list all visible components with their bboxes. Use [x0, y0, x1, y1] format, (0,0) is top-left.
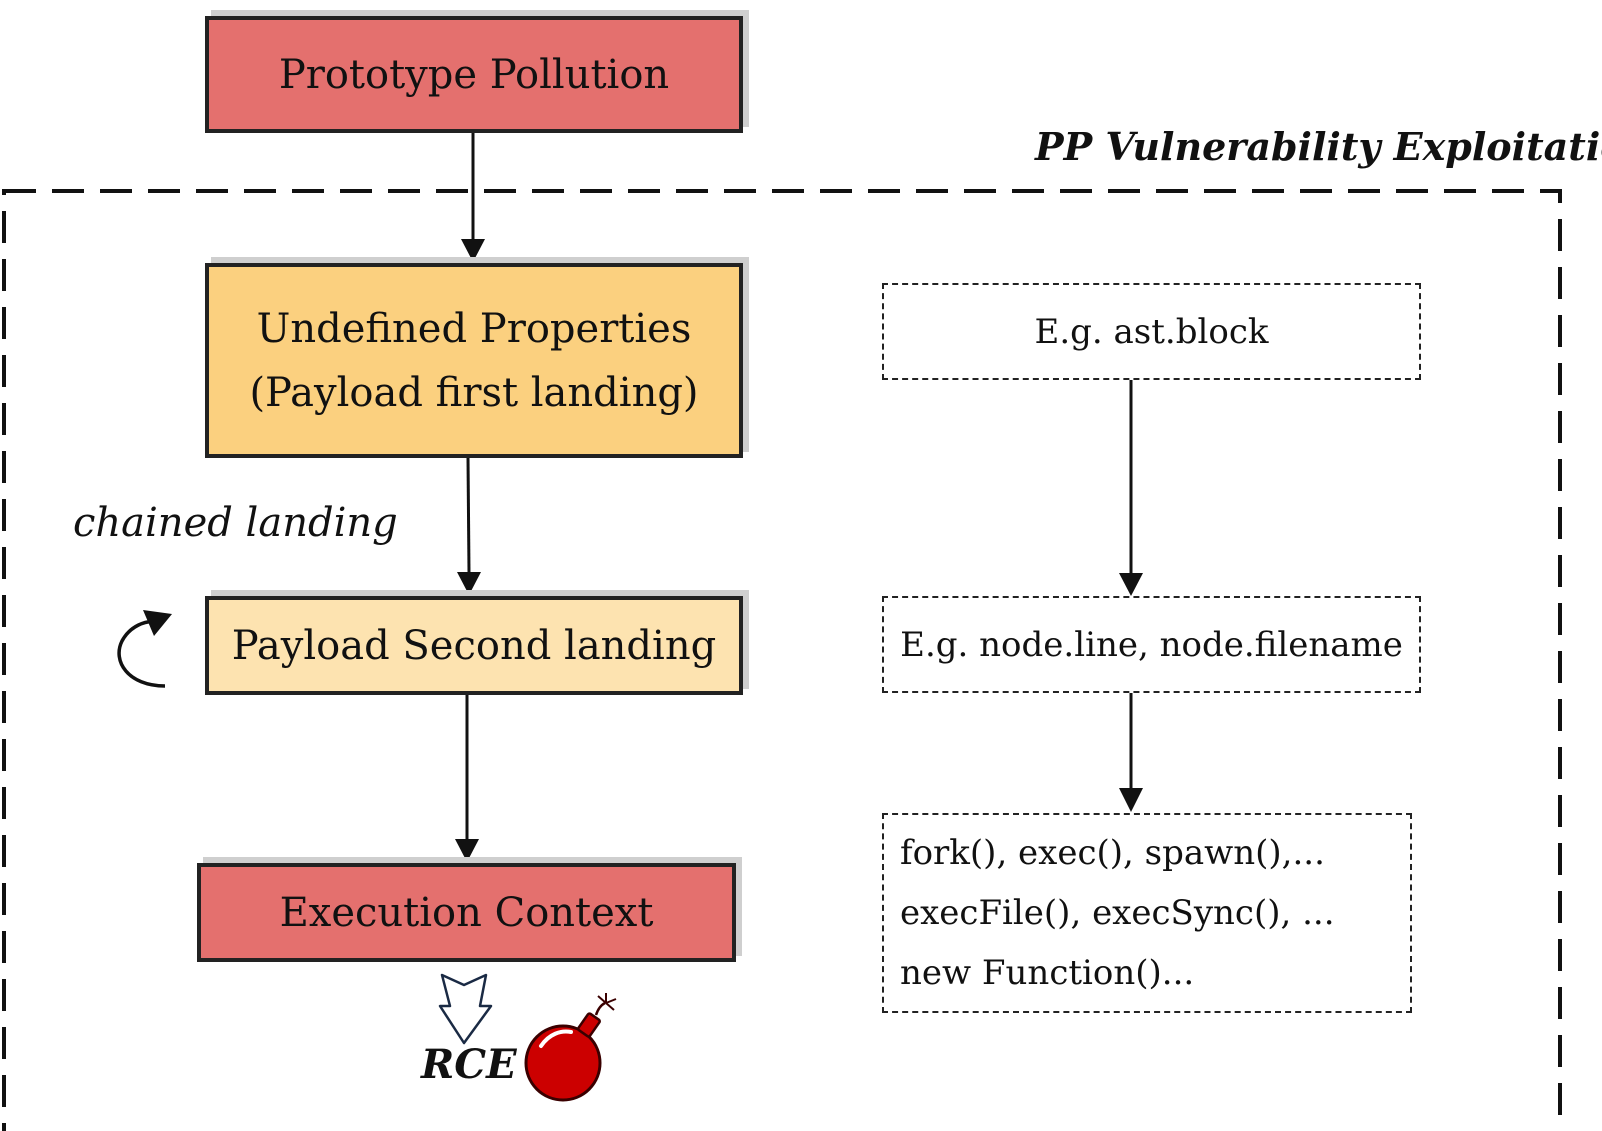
node-execution-context: Execution Context [197, 863, 736, 962]
curved-arrow-icon [117, 610, 172, 688]
arrow-undefined-to-second [457, 457, 481, 595]
chained-landing-label: chained landing [73, 500, 398, 546]
exploitation-region-border [2, 189, 1562, 1131]
arrow-ex2-to-ex3 [1119, 693, 1143, 812]
node-prototype-pollution-label: Prototype Pollution [278, 51, 670, 98]
node-execution-context-label: Execution Context [279, 889, 654, 936]
outline-down-arrow-icon [438, 973, 493, 1045]
node-prototype-pollution: Prototype Pollution [205, 16, 743, 133]
example-box-2: E.g. node.line, node.filename [882, 596, 1421, 693]
bomb-icon [524, 993, 617, 1102]
example-box-1: E.g. ast.block [882, 283, 1421, 380]
node-undefined-properties-line1: Undefined Properties [256, 305, 692, 352]
region-title: PP Vulnerability Exploitation [1035, 124, 1602, 169]
example-box-1-text: E.g. ast.block [1034, 311, 1269, 352]
example-box-2-text: E.g. node.line, node.filename [900, 624, 1403, 665]
arrow-second-to-execution [455, 695, 479, 862]
example-box-3-line: fork(), exec(), spawn(),... [900, 833, 1325, 873]
node-payload-second-landing: Payload Second landing [205, 596, 743, 695]
arrow-ex1-to-ex2 [1119, 380, 1143, 596]
node-payload-second-landing-label: Payload Second landing [231, 622, 717, 669]
node-undefined-properties-line2: (Payload first landing) [249, 369, 699, 416]
node-undefined-properties: Undefined Properties (Payload first land… [205, 263, 743, 458]
example-box-3: fork(), exec(), spawn(),... execFile(), … [882, 813, 1412, 1013]
example-box-3-line: new Function()... [900, 953, 1195, 993]
rce-label: RCE [421, 1041, 517, 1088]
example-box-3-line: execFile(), execSync(), ... [900, 893, 1335, 933]
arrow-pollution-to-undefined [461, 133, 485, 262]
